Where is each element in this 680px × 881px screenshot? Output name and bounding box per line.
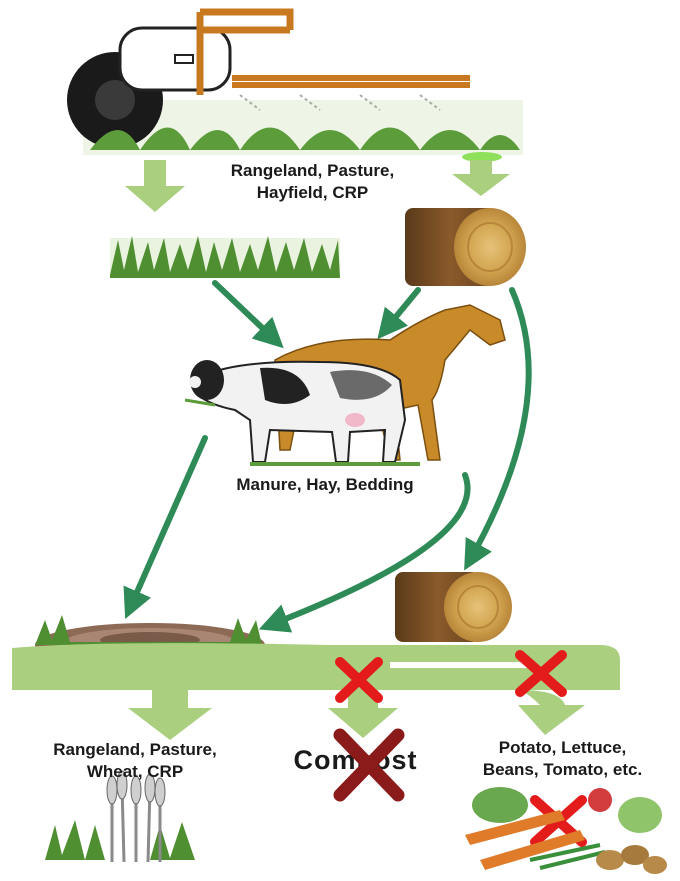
compost-x-icon — [340, 735, 398, 795]
